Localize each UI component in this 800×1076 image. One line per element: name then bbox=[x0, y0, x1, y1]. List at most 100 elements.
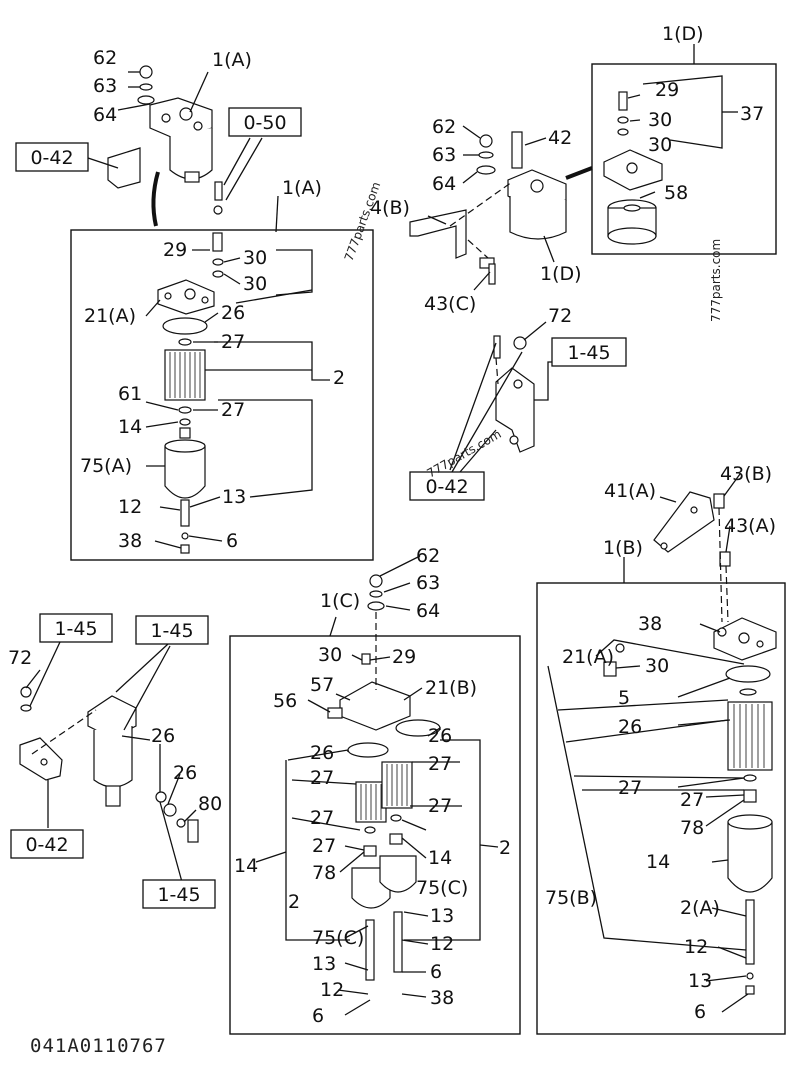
frame-1c bbox=[229, 635, 521, 1035]
part-label: 27 bbox=[310, 807, 334, 829]
part-label: 21(A) bbox=[562, 646, 614, 668]
part-label: 5 bbox=[618, 687, 630, 709]
assembly-title: 1(A) bbox=[282, 177, 322, 199]
frame-1d bbox=[591, 63, 777, 255]
part-label: 2 bbox=[288, 891, 300, 913]
part-label: 64 bbox=[432, 173, 456, 195]
assembly-title: 1(D) bbox=[662, 23, 704, 45]
part-label: 78 bbox=[680, 817, 704, 839]
part-label: 2 bbox=[499, 837, 511, 859]
ref-label: 0-42 bbox=[30, 147, 73, 169]
part-label: 4(B) bbox=[370, 197, 410, 219]
part-label: 62 bbox=[432, 116, 456, 138]
part-label: 38 bbox=[430, 987, 454, 1009]
part-label: 30 bbox=[648, 109, 672, 131]
filter-1b bbox=[603, 617, 777, 995]
part-label: 26 bbox=[618, 716, 642, 738]
part-label: 72 bbox=[8, 647, 32, 669]
part-label: 42 bbox=[548, 127, 572, 149]
part-label: 6 bbox=[430, 961, 442, 983]
part-label: 12 bbox=[684, 936, 708, 958]
part-label: 30 bbox=[243, 273, 267, 295]
ref-label: 1-45 bbox=[567, 342, 610, 364]
part-label: 56 bbox=[273, 690, 297, 712]
part-label: 6 bbox=[226, 530, 238, 552]
ref-label: 1-45 bbox=[150, 620, 193, 642]
part-label: 37 bbox=[740, 103, 764, 125]
part-label: 14 bbox=[428, 847, 452, 869]
part-label: 27 bbox=[428, 795, 452, 817]
part-label: 63 bbox=[432, 144, 456, 166]
watermark: 777parts.com bbox=[709, 239, 723, 322]
assembly-title: 1(A) bbox=[212, 49, 252, 71]
part-label: 26 bbox=[173, 762, 197, 784]
ref-boxes bbox=[10, 107, 627, 909]
ref-box-labels: 0-42 0-50 1-45 0-42 1-45 1-45 0-42 1-45 bbox=[25, 112, 610, 906]
part-label: 75(B) bbox=[545, 887, 597, 909]
ref-label: 1-45 bbox=[157, 884, 200, 906]
part-label: 30 bbox=[648, 134, 672, 156]
leader-lines bbox=[25, 44, 749, 1016]
part-label: 61 bbox=[118, 383, 142, 405]
part-label: 6 bbox=[312, 1005, 324, 1027]
part-label: 38 bbox=[118, 530, 142, 552]
part-label: 57 bbox=[310, 674, 334, 696]
assembly-title: 1(C) bbox=[320, 590, 360, 612]
part-label: 21(B) bbox=[425, 677, 477, 699]
part-label: 27 bbox=[618, 777, 642, 799]
part-numbers: 62 63 64 29 30 30 21(A) 26 27 2 61 27 14… bbox=[8, 47, 776, 1027]
part-label: 14 bbox=[234, 855, 258, 877]
frame-1b bbox=[536, 582, 786, 1035]
drawing-code: 041A0110767 bbox=[30, 1035, 167, 1057]
part-label: 14 bbox=[118, 416, 142, 438]
part-label: 2(A) bbox=[680, 897, 720, 919]
filter-1a-exploded bbox=[157, 232, 224, 554]
part-label: 12 bbox=[430, 933, 454, 955]
part-label: 26 bbox=[221, 302, 245, 324]
part-label: 41(A) bbox=[604, 480, 656, 502]
assembly-title: 1(B) bbox=[603, 537, 643, 559]
part-label: 64 bbox=[93, 104, 117, 126]
part-label: 27 bbox=[221, 331, 245, 353]
part-label: 62 bbox=[416, 545, 440, 567]
bracket-72 bbox=[493, 335, 535, 453]
ref-label: 1-45 bbox=[54, 618, 97, 640]
part-label: 27 bbox=[312, 835, 336, 857]
part-label: 6 bbox=[694, 1001, 706, 1023]
part-label: 43(A) bbox=[724, 515, 776, 537]
part-label: 58 bbox=[664, 182, 688, 204]
part-label: 27 bbox=[310, 767, 334, 789]
part-label: 29 bbox=[392, 646, 416, 668]
part-label: 72 bbox=[548, 305, 572, 327]
part-label: 13 bbox=[430, 905, 454, 927]
part-label: 14 bbox=[646, 851, 670, 873]
part-label: 29 bbox=[655, 79, 679, 101]
part-label: 21(A) bbox=[84, 305, 136, 327]
bracket-41a bbox=[653, 491, 731, 567]
part-label: 26 bbox=[151, 725, 175, 747]
part-label: 27 bbox=[680, 789, 704, 811]
ref-label: 0-42 bbox=[25, 834, 68, 856]
part-label: 75(A) bbox=[80, 455, 132, 477]
ref-label: 0-50 bbox=[243, 112, 286, 134]
ref-label: 0-42 bbox=[425, 476, 468, 498]
frame-1a bbox=[70, 229, 374, 561]
filter-1d-exterior bbox=[409, 131, 593, 285]
part-label: 38 bbox=[638, 613, 662, 635]
part-label: 2 bbox=[333, 367, 345, 389]
part-label: 13 bbox=[688, 970, 712, 992]
part-label: 62 bbox=[93, 47, 117, 69]
filter-1d-exploded bbox=[603, 91, 663, 245]
part-label: 27 bbox=[221, 399, 245, 421]
part-label: 64 bbox=[416, 600, 440, 622]
part-label: 75(C) bbox=[312, 927, 364, 949]
part-label: 43(C) bbox=[424, 293, 476, 315]
watermark: 777parts.com bbox=[342, 180, 384, 263]
filter-1c bbox=[327, 574, 441, 981]
part-label: 12 bbox=[320, 979, 344, 1001]
part-label: 30 bbox=[243, 247, 267, 269]
part-label: 80 bbox=[198, 793, 222, 815]
part-label: 75(C) bbox=[416, 877, 468, 899]
part-label: 27 bbox=[428, 753, 452, 775]
